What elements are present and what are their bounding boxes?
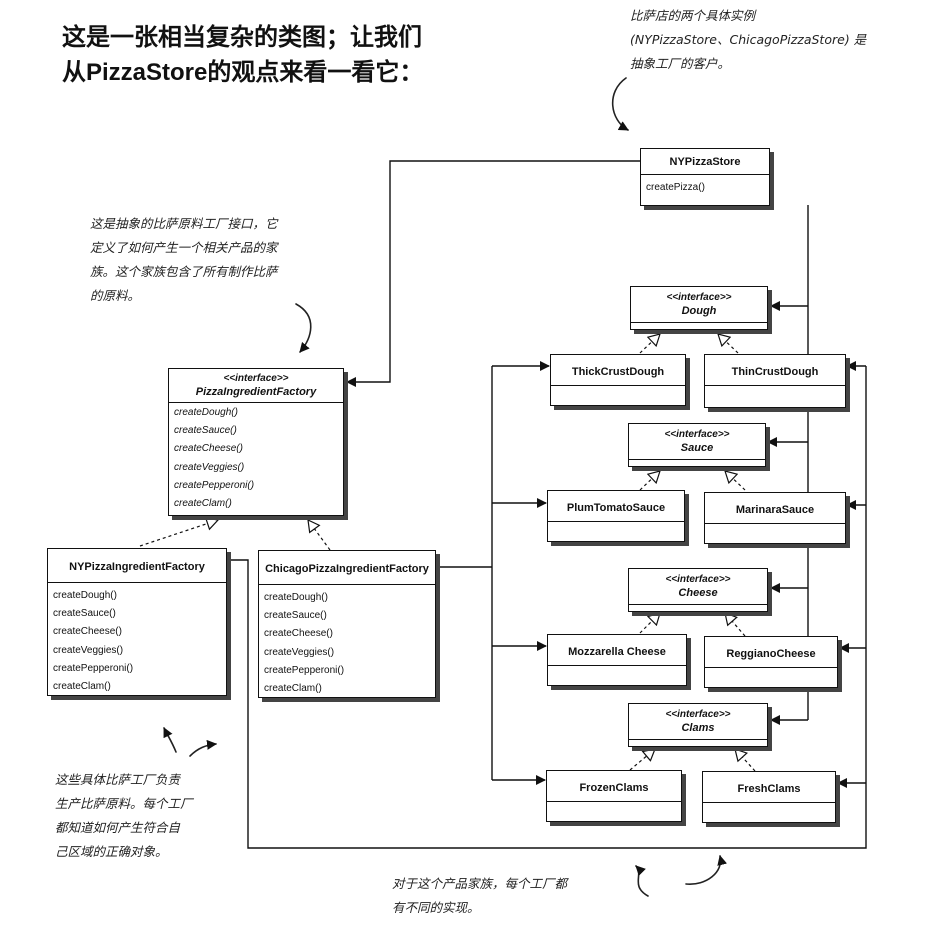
class-ny-pizza-store: NYPizzaStore createPizza() <box>640 148 770 206</box>
note-arrow-concrete-1 <box>163 727 177 753</box>
operation: createCheese() <box>174 443 243 455</box>
class-thick-crust-dough: ThickCrustDough <box>550 354 686 406</box>
note-line: 己区域的正确对象。 <box>55 844 168 859</box>
note-line: 定义了如何产生一个相关产品的家 <box>90 240 278 255</box>
stereotype: <<interface>> <box>664 429 730 440</box>
operation: createPepperoni() <box>53 662 134 674</box>
title-line-1: 这是一张相当复杂的类图；让我们 <box>62 24 422 51</box>
chicago-realizes-factory <box>308 520 331 551</box>
note-concrete-factories: 这些具体比萨工厂负责 生产比萨原料。每个工厂 都知道如何产生符合自 己区域的正确… <box>55 768 193 864</box>
ny-realizes-factory <box>139 520 218 547</box>
operation: createClam() <box>264 683 322 695</box>
interface-cheese: <<interface>> Cheese <box>628 568 768 612</box>
note-arrow-factory <box>295 303 312 353</box>
class-thin-crust-dough: ThinCrustDough <box>704 354 846 408</box>
class-fresh-clams: FreshClams <box>702 771 836 823</box>
note-arrow-family-1 <box>635 865 649 897</box>
store-to-factory-line <box>346 160 640 387</box>
thick-realizes-dough <box>639 334 660 354</box>
class-name: ChicagoPizzaIngredientFactory <box>265 563 429 575</box>
plum-realizes-sauce <box>639 471 660 491</box>
operation: createSauce() <box>53 608 116 620</box>
thin-realizes-dough <box>718 334 739 354</box>
operation: createVeggies() <box>174 461 245 473</box>
stereotype: <<interface>> <box>665 574 731 585</box>
mozz-realizes-cheese <box>639 613 660 634</box>
class-name: ThinCrustDough <box>731 366 819 378</box>
note-line: 都知道如何产生符合自 <box>55 820 181 835</box>
note-line: 这些具体比萨工厂负责 <box>55 772 181 787</box>
class-mozzarella-cheese: Mozzarella Cheese <box>547 634 687 686</box>
frozen-realizes-clams <box>629 749 655 771</box>
interface-clams: <<interface>> Clams <box>628 703 768 747</box>
note-factory-interface: 这是抽象的比萨原料工厂接口，它 定义了如何产生一个相关产品的家 族。这个家族包含… <box>90 212 278 308</box>
note-arrow-family-2 <box>685 855 728 885</box>
operation: createPepperoni() <box>264 664 345 676</box>
class-name: MarinaraSauce <box>735 504 815 516</box>
interface-pizza-ingredient-factory: <<interface>> PizzaIngredientFactory cre… <box>168 368 344 516</box>
note-line: 生产比萨原料。每个工厂 <box>55 796 193 811</box>
operation: createPizza() <box>646 182 705 193</box>
note-line: 族。这个家族包含了所有制作比萨 <box>90 264 278 279</box>
class-name: FreshClams <box>737 783 801 795</box>
operation: createClam() <box>174 498 232 510</box>
marinara-realizes-sauce <box>725 471 746 491</box>
operation: createCheese() <box>53 626 122 638</box>
class-marinara-sauce: MarinaraSauce <box>704 492 846 544</box>
note-line: 对于这个产品家族，每个工厂都 <box>392 876 568 891</box>
operation: createDough() <box>53 590 117 601</box>
class-ny-ingredient-factory: NYPizzaIngredientFactory createDough() c… <box>47 548 227 696</box>
class-name: ReggianoCheese <box>726 648 816 660</box>
operation: createSauce() <box>174 425 237 437</box>
ny-factory-route-line <box>228 366 867 849</box>
class-reggiano-cheese: ReggianoCheese <box>704 636 838 688</box>
class-name: Mozzarella Cheese <box>568 646 666 658</box>
operation: createClam() <box>53 681 111 693</box>
note-arrow-concrete-2 <box>189 739 217 757</box>
operation: createSauce() <box>264 610 327 622</box>
operation: createCheese() <box>264 628 333 640</box>
class-name: Sauce <box>680 442 714 454</box>
operation: createDough() <box>174 407 238 418</box>
page-title: 这是一张相当复杂的类图；让我们 从PizzaStore的观点来看一看它： <box>62 20 482 90</box>
class-plum-tomato-sauce: PlumTomatoSauce <box>547 490 685 542</box>
class-name: NYPizzaStore <box>669 156 741 168</box>
class-name: Cheese <box>678 587 718 599</box>
reggiano-realizes-cheese <box>725 613 746 637</box>
operation: createVeggies() <box>53 644 124 656</box>
note-line: 比萨店的两个具体实例 <box>630 8 756 23</box>
note-line: 的原料。 <box>90 288 141 303</box>
fresh-realizes-clams <box>735 749 756 772</box>
note-store-clients: 比萨店的两个具体实例 (NYPizzaStore、ChicagoPizzaSto… <box>630 4 866 76</box>
interface-sauce: <<interface>> Sauce <box>628 423 766 467</box>
class-frozen-clams: FrozenClams <box>546 770 682 822</box>
operation: createVeggies() <box>264 646 335 658</box>
class-name: Dough <box>681 305 717 317</box>
stereotype: <<interface>> <box>666 292 732 303</box>
class-name: ThickCrustDough <box>571 366 665 378</box>
operation: createPepperoni() <box>174 479 255 491</box>
class-name: FrozenClams <box>579 782 649 794</box>
interface-dough: <<interface>> Dough <box>630 286 768 330</box>
operation: createDough() <box>264 592 328 603</box>
title-line-2: 从PizzaStore的观点来看一看它： <box>62 59 424 86</box>
note-line: 这是抽象的比萨原料工厂接口，它 <box>90 216 278 231</box>
note-line: 有不同的实现。 <box>392 900 480 915</box>
note-product-family: 对于这个产品家族，每个工厂都 有不同的实现。 <box>392 872 567 920</box>
stereotype: <<interface>> <box>223 373 289 384</box>
note-line: 抽象工厂的客户。 <box>630 56 731 71</box>
class-name: PlumTomatoSauce <box>566 502 666 514</box>
class-chicago-ingredient-factory: ChicagoPizzaIngredientFactory createDoug… <box>258 550 436 698</box>
class-name: PizzaIngredientFactory <box>195 386 317 398</box>
class-name: NYPizzaIngredientFactory <box>69 561 205 573</box>
class-name: Clams <box>681 722 715 734</box>
note-line: (NYPizzaStore、ChicagoPizzaStore) 是 <box>630 32 867 47</box>
stereotype: <<interface>> <box>665 709 731 720</box>
note-arrow-store <box>611 77 629 131</box>
